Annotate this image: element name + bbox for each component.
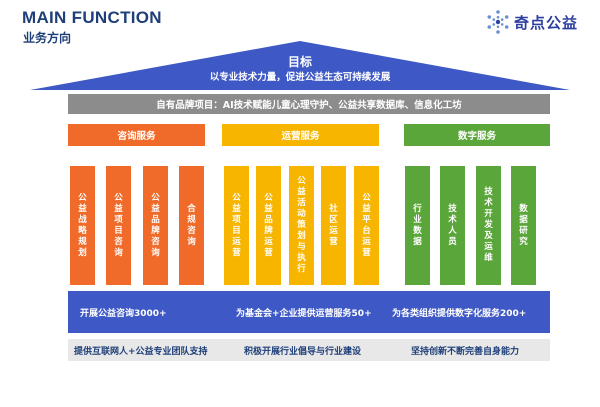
goal-title: 目标: [287, 55, 312, 69]
stat-operations: 为基金会+企业提供运营服务50+: [236, 308, 372, 319]
page-title-en: MAIN FUNCTION: [22, 8, 162, 27]
stats-band: 开展公益咨询3000+ 为基金会+企业提供运营服务50+ 为各类组织提供数字化服…: [68, 291, 550, 333]
pillar-digital-2: 技术人员: [440, 166, 465, 285]
pillar-digital-3: 技术开发及运维: [476, 166, 501, 285]
pillar-operations-4: 社区运营: [321, 166, 346, 285]
footer-item-advocacy: 积极开展行业倡导与行业建设: [244, 346, 362, 357]
pillar-operations-3: 公益活动策划与执行: [289, 166, 314, 285]
pillar-consulting-2: 公益项目咨询: [106, 166, 131, 285]
pillar-consulting-4: 合规咨询: [179, 166, 204, 285]
footer-band: 提供互联网人+公益专业团队支持 积极开展行业倡导与行业建设 坚持创新不断完善自身…: [68, 339, 550, 361]
pillar-operations-1: 公益项目运营: [224, 166, 249, 285]
footer-item-innovation: 坚持创新不断完善自身能力: [411, 346, 520, 357]
pillar-digital-1: 行业数据: [405, 166, 430, 285]
page-title-cn: 业务方向: [23, 31, 72, 45]
category-digital: 数字服务: [404, 124, 550, 146]
stat-consulting: 开展公益咨询3000+: [80, 308, 167, 319]
category-consulting: 咨询服务: [68, 124, 205, 146]
pillar-operations-5: 公益平台运营: [354, 166, 379, 285]
pillar-operations-2: 公益品牌运营: [256, 166, 281, 285]
snowflake-dots-icon: [487, 10, 509, 34]
footer-item-team: 提供互联网人+公益专业团队支持: [74, 346, 208, 357]
pillar-consulting-3: 公益品牌咨询: [143, 166, 168, 285]
pillar-digital-4: 数据研究: [511, 166, 536, 285]
goal-subtitle: 以专业技术力量，促进公益生态可持续发展: [209, 72, 391, 83]
pillar-consulting-1: 公益战略规划: [70, 166, 95, 285]
logo-text: 奇点公益: [513, 13, 578, 32]
logo: 奇点公益: [485, 9, 578, 35]
brand-projects-band: 自有品牌项目：AI技术赋能儿童心理守护、公益共享数据库、信息化工坊: [68, 94, 550, 114]
category-operations: 运营服务: [222, 124, 379, 146]
roof-triangle: [30, 41, 570, 90]
stat-digital: 为各类组织提供数字化服务200+: [392, 308, 527, 319]
